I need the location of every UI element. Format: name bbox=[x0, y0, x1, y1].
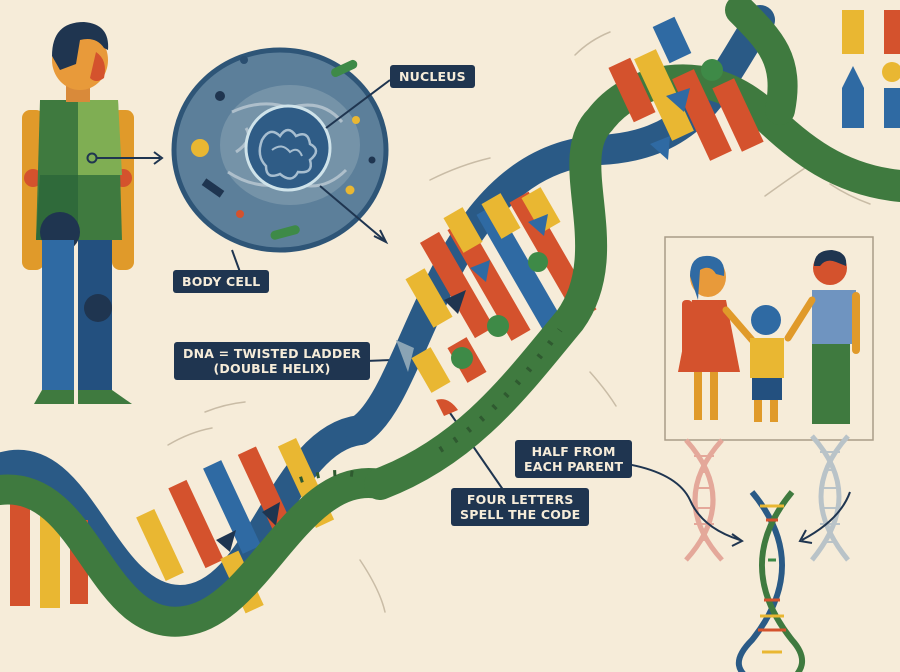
helix-top bbox=[608, 0, 900, 161]
parent-helix-left bbox=[684, 438, 724, 562]
dna-twisted-ladder-label: DNA = TWISTED LADDER (DOUBLE HELIX) bbox=[174, 342, 371, 380]
inheritance-arrows bbox=[613, 461, 851, 547]
person-figure bbox=[22, 22, 134, 404]
motion-lines bbox=[167, 31, 871, 613]
four-letters-label: FOUR LETTERS SPELL THE CODE bbox=[451, 488, 590, 526]
nucleus-label: NUCLEUS bbox=[390, 65, 475, 88]
helix-lower bbox=[0, 415, 395, 637]
arrow-person-to-cell bbox=[97, 151, 164, 165]
family-box bbox=[664, 236, 874, 441]
half-from-each-parent-label: HALF FROM EACH PARENT bbox=[515, 440, 633, 478]
parent-helix-right bbox=[810, 434, 850, 562]
body-cell bbox=[171, 47, 389, 253]
child-helix bbox=[736, 490, 806, 672]
body-cell-label: BODY CELL bbox=[173, 270, 270, 293]
